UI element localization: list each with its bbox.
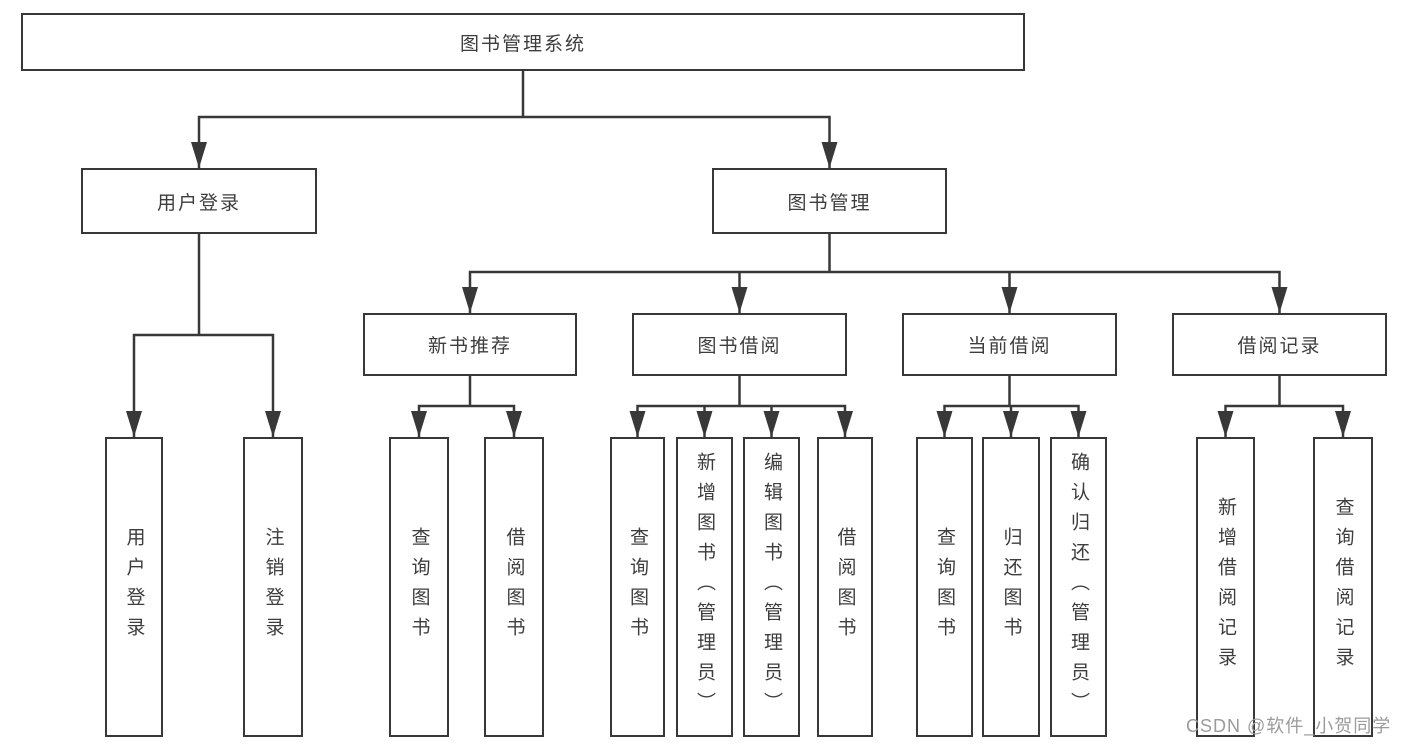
node-label: 借阅图书 bbox=[834, 527, 856, 647]
connector-new-book-to-query bbox=[411, 404, 470, 437]
node-label: 注销登录 bbox=[262, 527, 284, 647]
leaf-edit-book-admin: 编辑图书（管理员） bbox=[743, 437, 800, 737]
node-label: 查询图书 bbox=[408, 527, 430, 647]
connector-root-to-book-mgmt bbox=[523, 115, 838, 168]
connector-current-borrow-to-confirm bbox=[1009, 404, 1087, 437]
node-label: 新增图书（管理员） bbox=[694, 452, 715, 722]
connector-borrow-record-to-add bbox=[1217, 404, 1280, 437]
leaf-user-login: 用户登录 bbox=[105, 437, 163, 737]
leaf-borrow-books: 借阅图书 bbox=[817, 437, 873, 737]
node-label: 用户登录 bbox=[123, 527, 145, 647]
leaf-add-book-admin: 新增图书（管理员） bbox=[676, 437, 733, 737]
connector-user-login-to-login bbox=[126, 333, 199, 437]
node-book-borrowing: 图书借阅 bbox=[632, 313, 847, 376]
leaf-query-borrow-record: 查询借阅记录 bbox=[1313, 437, 1373, 737]
leaf-query-books: 查询图书 bbox=[610, 437, 665, 737]
leaf-logout: 注销登录 bbox=[243, 437, 303, 737]
connector-book-mgmt-to-new-book bbox=[462, 270, 830, 313]
node-book-management: 图书管理 bbox=[712, 168, 947, 234]
connector-new-book-to-borrow bbox=[470, 404, 522, 437]
node-label: 查询图书 bbox=[627, 527, 648, 647]
node-label: 图书管理 bbox=[787, 192, 872, 214]
node-label: 新书推荐 bbox=[427, 336, 512, 357]
node-label: 确认归还（管理员） bbox=[1068, 452, 1089, 722]
csdn-watermark: CSDN @软件_小贺同学 bbox=[1186, 716, 1392, 736]
node-label: 新增借阅记录 bbox=[1215, 497, 1236, 677]
connector-current-borrow-to-query bbox=[936, 404, 1010, 437]
node-current-borrowing: 当前借阅 bbox=[902, 313, 1117, 376]
leaf-query-books: 查询图书 bbox=[916, 437, 973, 737]
leaf-return-book: 归还图书 bbox=[982, 437, 1040, 737]
leaf-borrow-books: 借阅图书 bbox=[484, 437, 544, 737]
node-user-login: 用户登录 bbox=[81, 168, 317, 234]
node-new-book-recommendation: 新书推荐 bbox=[363, 313, 577, 376]
node-label: 查询图书 bbox=[934, 527, 955, 647]
node-label: 图书借阅 bbox=[697, 336, 782, 357]
connector-borrow-record-to-query bbox=[1279, 404, 1351, 437]
node-label: 用户登录 bbox=[156, 192, 241, 214]
leaf-confirm-return-admin: 确认归还（管理员） bbox=[1050, 437, 1107, 737]
connector-book-borrow-to-query bbox=[629, 404, 740, 437]
leaf-add-borrow-record: 新增借阅记录 bbox=[1196, 437, 1255, 737]
connector-book-mgmt-to-borrow-record bbox=[829, 270, 1288, 313]
node-label: 编辑图书（管理员） bbox=[761, 452, 782, 722]
node-label: 归还图书 bbox=[1000, 527, 1022, 647]
node-label: 查询借阅记录 bbox=[1332, 497, 1354, 677]
node-label: 当前借阅 bbox=[967, 336, 1052, 357]
node-label: 图书管理系统 bbox=[459, 33, 586, 55]
node-library-management-system: 图书管理系统 bbox=[21, 13, 1025, 71]
node-label: 借阅记录 bbox=[1237, 336, 1322, 357]
leaf-query-books: 查询图书 bbox=[389, 437, 449, 737]
node-borrowing-records: 借阅记录 bbox=[1172, 313, 1387, 376]
connector-book-borrow-to-borrow bbox=[739, 404, 853, 437]
connector-user-login-to-logout bbox=[199, 333, 281, 437]
node-label: 借阅图书 bbox=[503, 527, 525, 647]
connector-root-to-user-login bbox=[191, 115, 523, 168]
